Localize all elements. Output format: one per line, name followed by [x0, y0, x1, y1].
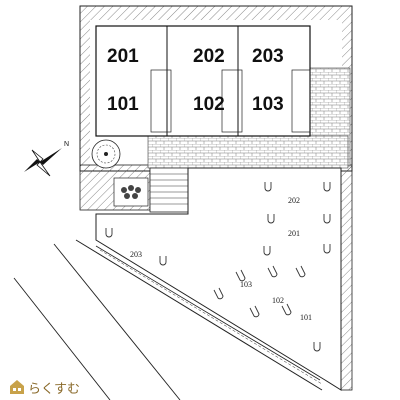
parking-label-201: 201 — [288, 229, 300, 238]
road-edge — [13, 239, 323, 400]
unit-label-101: 101 — [107, 94, 139, 115]
unit-label-203: 203 — [252, 46, 284, 67]
unit-label-102: 102 — [193, 94, 225, 115]
parking-label-203: 203 — [130, 250, 142, 259]
parking-label-103: 103 — [240, 280, 252, 289]
unit-labels: 201 202 203 101 102 103 — [107, 46, 284, 115]
unit-label-201: 201 — [107, 46, 139, 67]
house-logo-icon — [10, 380, 24, 394]
parking-label-102: 102 — [272, 296, 284, 305]
parking-label-202: 202 — [288, 196, 300, 205]
parking-markers — [105, 182, 331, 352]
brand-logo: らくすむ — [10, 380, 80, 397]
apartment-building — [95, 25, 311, 137]
unit-label-103: 103 — [252, 94, 284, 115]
parking-label-101: 101 — [300, 313, 312, 322]
parking-space-labels: 202 201 203 103 102 101 — [130, 196, 312, 322]
unit-label-202: 202 — [193, 46, 225, 67]
svg-text:N: N — [64, 141, 69, 148]
paving-area — [147, 67, 351, 169]
brand-logo-text: らくすむ — [28, 382, 80, 397]
outdoor-stairs — [149, 167, 189, 213]
parking-lot — [95, 167, 342, 391]
tree-symbol — [91, 139, 121, 169]
compass-north-icon: N — [24, 141, 69, 177]
shrub-bed — [113, 177, 149, 207]
